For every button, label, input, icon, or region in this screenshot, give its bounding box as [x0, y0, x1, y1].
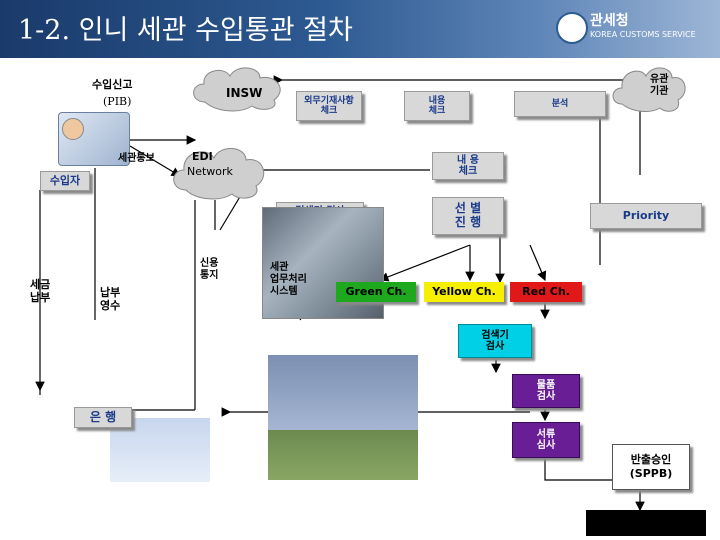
- bank-box: 은 행: [74, 407, 132, 428]
- person-icon: [62, 118, 84, 140]
- edi-label: EDI: [192, 150, 213, 163]
- importer-box: 수입자: [40, 171, 90, 191]
- priority-box: Priority: [590, 203, 702, 229]
- pib-label: (PIB): [103, 95, 132, 108]
- customs-emblem-icon: [556, 12, 588, 44]
- release-box: 반출승인(SPPB): [612, 444, 690, 490]
- insw-cloud-icon: [193, 67, 281, 112]
- green-channel-box: Green Ch.: [336, 282, 416, 302]
- logo-subtitle: KOREA CUSTOMS SERVICE: [590, 30, 696, 39]
- agency-cloud-icon: [612, 67, 686, 112]
- header-banner: [0, 0, 720, 58]
- terminal-photo: [586, 510, 706, 536]
- page-title: 1-2. 인니 세관 수입통관 절차: [18, 15, 353, 46]
- customs-notice-label: 세관통보: [118, 153, 155, 164]
- analysis-box: 분석: [514, 91, 606, 117]
- edi-cloud-icon: [173, 148, 265, 200]
- import-declaration-label: 수입신고: [92, 78, 133, 91]
- bank-building-photo: [110, 418, 210, 482]
- insw-label: INSW: [226, 86, 263, 100]
- logo-name: 관세청: [590, 13, 629, 29]
- red-channel-box: Red Ch.: [510, 282, 582, 302]
- customs-hq-photo: [268, 355, 418, 480]
- yellow-channel-box: Yellow Ch.: [424, 282, 504, 302]
- network-label: Network: [187, 165, 233, 178]
